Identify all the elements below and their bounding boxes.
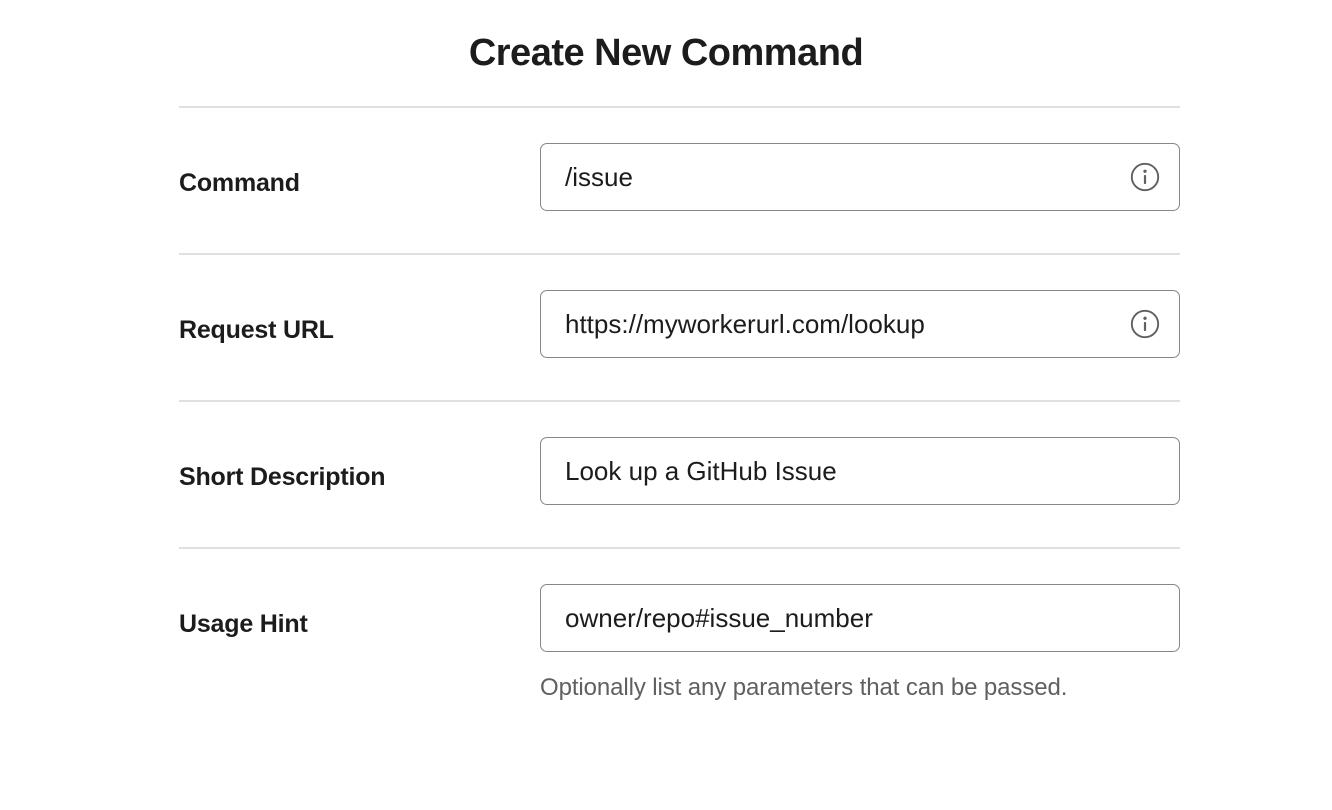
field-label-short-description: Short Description	[179, 463, 386, 491]
short-description-input[interactable]	[540, 437, 1180, 505]
command-form: Command Request URL	[179, 106, 1181, 703]
usage-hint-input[interactable]	[540, 584, 1180, 652]
input-wrap-command	[540, 143, 1180, 211]
input-wrap-short-description	[540, 437, 1180, 505]
row-divider	[179, 253, 1180, 255]
form-row-short-description: Short Description	[179, 402, 1181, 547]
field-group-command	[540, 108, 1181, 211]
input-wrap-request-url	[540, 290, 1180, 358]
info-circle-icon[interactable]	[1130, 309, 1160, 339]
field-group-request-url	[540, 255, 1181, 358]
modal-body: Command Request URL	[0, 106, 1332, 703]
form-row-request-url: Request URL	[179, 255, 1181, 400]
form-row-usage-hint: Usage Hint Optionally list any parameter…	[179, 549, 1181, 703]
row-divider	[179, 547, 1180, 549]
row-divider	[179, 106, 1180, 108]
usage-hint-help-text: Optionally list any parameters that can …	[540, 674, 1068, 701]
field-label-command: Command	[179, 169, 300, 197]
modal-header: Create New Command	[0, 0, 1332, 106]
input-wrap-usage-hint	[540, 584, 1180, 652]
field-group-usage-hint: Optionally list any parameters that can …	[540, 549, 1181, 703]
request-url-input[interactable]	[540, 290, 1180, 358]
row-divider	[179, 400, 1180, 402]
form-row-command: Command	[179, 108, 1181, 253]
field-label-request-url: Request URL	[179, 316, 334, 344]
page-title: Create New Command	[468, 32, 864, 74]
field-group-short-description	[540, 402, 1181, 505]
field-label-usage-hint: Usage Hint	[179, 610, 308, 638]
info-circle-icon[interactable]	[1130, 162, 1160, 192]
command-input[interactable]	[540, 143, 1180, 211]
